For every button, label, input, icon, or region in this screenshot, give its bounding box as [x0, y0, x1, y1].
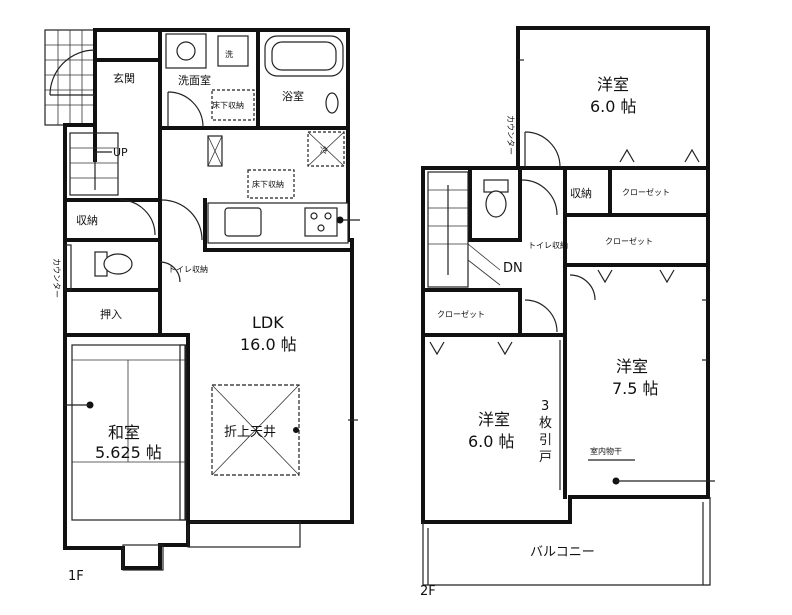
label-balcony: バルコニー	[530, 545, 595, 560]
label-up: UP	[113, 146, 128, 159]
bathtub	[264, 35, 344, 114]
label-toilet-shuno-1f: トイレ収納	[168, 264, 208, 274]
label-yokushitsu: 浴室	[282, 89, 304, 103]
label-washitsu-name: 和室	[108, 423, 140, 442]
label-shitsunai-monohoshi: 室内物干	[590, 446, 622, 456]
label-hikido-4: 戸	[539, 450, 552, 465]
floor-2: 洋室 6.0 帖 カウンター 収納 クローゼット クローゼット クローゼット ト…	[420, 26, 715, 599]
label-counter-1f: カウンター	[52, 258, 61, 298]
label-washitsu-size: 5.625 帖	[95, 443, 162, 462]
label-yukashita-kitchen: 床下収納	[252, 179, 284, 189]
label-hikido-3: 引	[539, 433, 552, 448]
label-floor-1f: 1F	[68, 569, 84, 584]
stairs-1f	[69, 132, 119, 196]
label-sen: 洗	[225, 49, 233, 59]
porch-tiles	[44, 29, 96, 126]
label-hikido-2: 枚	[539, 416, 552, 431]
label-closet-c: クローゼット	[437, 309, 485, 319]
label-yoshitsu-right-name: 洋室	[616, 357, 648, 376]
closet-door-marks	[429, 148, 700, 356]
label-ldk-name: LDK	[252, 313, 284, 332]
label-hikido-1: 3	[541, 399, 549, 414]
label-yoshitsu-top-size: 6.0 帖	[590, 97, 637, 116]
label-oriage: 折上天井	[224, 425, 276, 440]
floor-1: 玄関 洗面室 洗 浴室 冷 床下収納 床下収納 UP 収納 カウンター トイレ収…	[44, 28, 360, 584]
f2-outer-wall	[421, 26, 710, 524]
f1-outer-wall	[63, 28, 354, 570]
label-closet-a: クローゼット	[622, 187, 670, 197]
refrigerator	[307, 131, 345, 167]
label-yoshitsu-top-name: 洋室	[597, 75, 629, 94]
label-genkan: 玄関	[113, 71, 135, 85]
label-shuno-1f: 収納	[76, 214, 98, 227]
stairs-2f	[427, 171, 501, 288]
label-counter-2f: カウンター	[506, 115, 515, 155]
label-yoshitsu-right-size: 7.5 帖	[612, 379, 659, 398]
label-floor-2f: 2F	[420, 584, 436, 599]
label-closet-b: クローゼット	[605, 236, 653, 246]
label-toilet-shuno-2f: トイレ収納	[528, 240, 568, 250]
label-oshiire: 押入	[100, 307, 122, 321]
toilet-1f	[94, 251, 133, 277]
washitsu-tatami	[71, 344, 187, 521]
label-yukashita-senmen: 床下収納	[212, 100, 244, 110]
label-yoshitsu-left-size: 6.0 帖	[468, 432, 515, 451]
washbasin	[165, 33, 207, 69]
label-dn: DN	[503, 261, 523, 276]
label-yoshitsu-left-name: 洋室	[478, 410, 510, 429]
label-shuno-2f: 収納	[570, 187, 592, 200]
label-senmenjo: 洗面室	[178, 73, 211, 87]
label-ldk-size: 16.0 帖	[240, 335, 297, 354]
toilet-2f	[483, 179, 509, 218]
label-rei: 冷	[320, 145, 328, 155]
balcony-outline	[422, 497, 711, 586]
